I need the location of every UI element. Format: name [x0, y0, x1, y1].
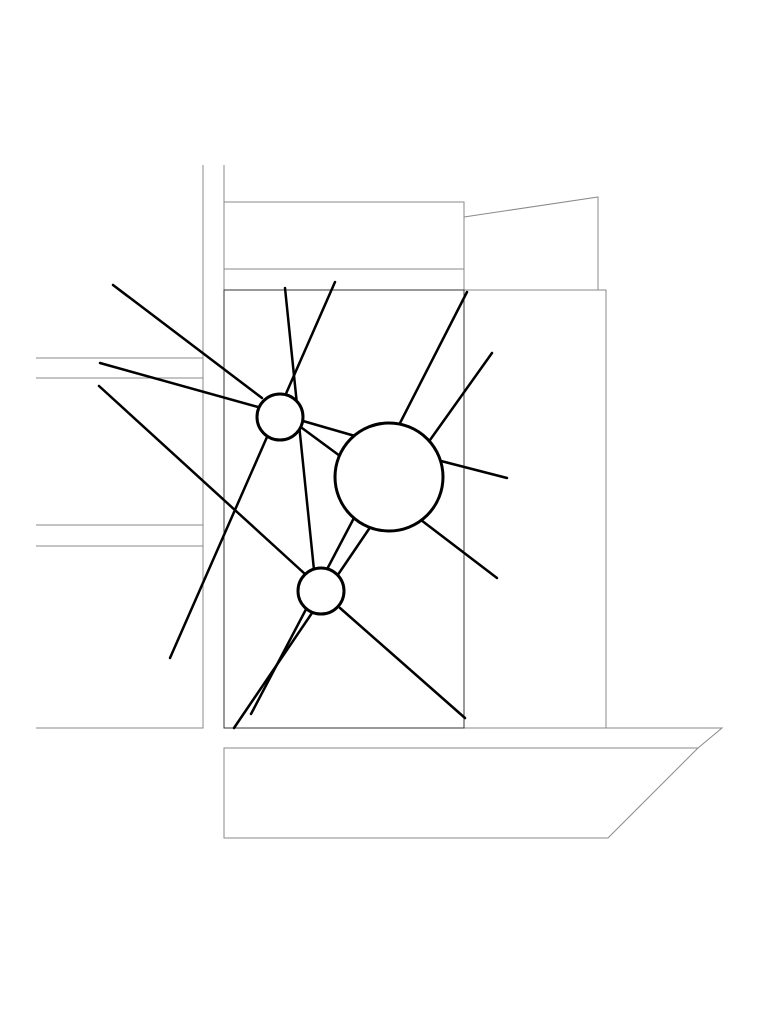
base-slab — [223, 747, 700, 839]
ray-9 — [428, 351, 494, 442]
base-slab-top-edge — [224, 727, 724, 749]
ray-8 — [396, 290, 469, 429]
ray-14 — [338, 606, 467, 720]
central-frame — [223, 289, 465, 729]
ray-7 — [300, 426, 342, 458]
top-box — [223, 201, 465, 270]
background-outlines — [36, 165, 724, 839]
left-vertical-wall — [36, 165, 204, 729]
ray-13 — [249, 514, 357, 716]
ray-4 — [168, 280, 337, 660]
small-lower-node — [296, 566, 346, 616]
slanted-top-panel — [463, 196, 599, 290]
ray-12 — [232, 524, 373, 730]
small-upper-node — [255, 392, 305, 442]
ray-2 — [98, 361, 260, 409]
right-tall-box — [464, 289, 607, 728]
ray-10 — [439, 459, 509, 480]
left-box-upper — [36, 377, 204, 526]
ray-11 — [419, 518, 499, 580]
nodes — [255, 392, 445, 616]
large-node — [333, 421, 445, 533]
ray-1 — [111, 283, 264, 400]
ray-6 — [301, 419, 357, 438]
ray-5 — [97, 384, 307, 576]
rays — [97, 280, 509, 730]
